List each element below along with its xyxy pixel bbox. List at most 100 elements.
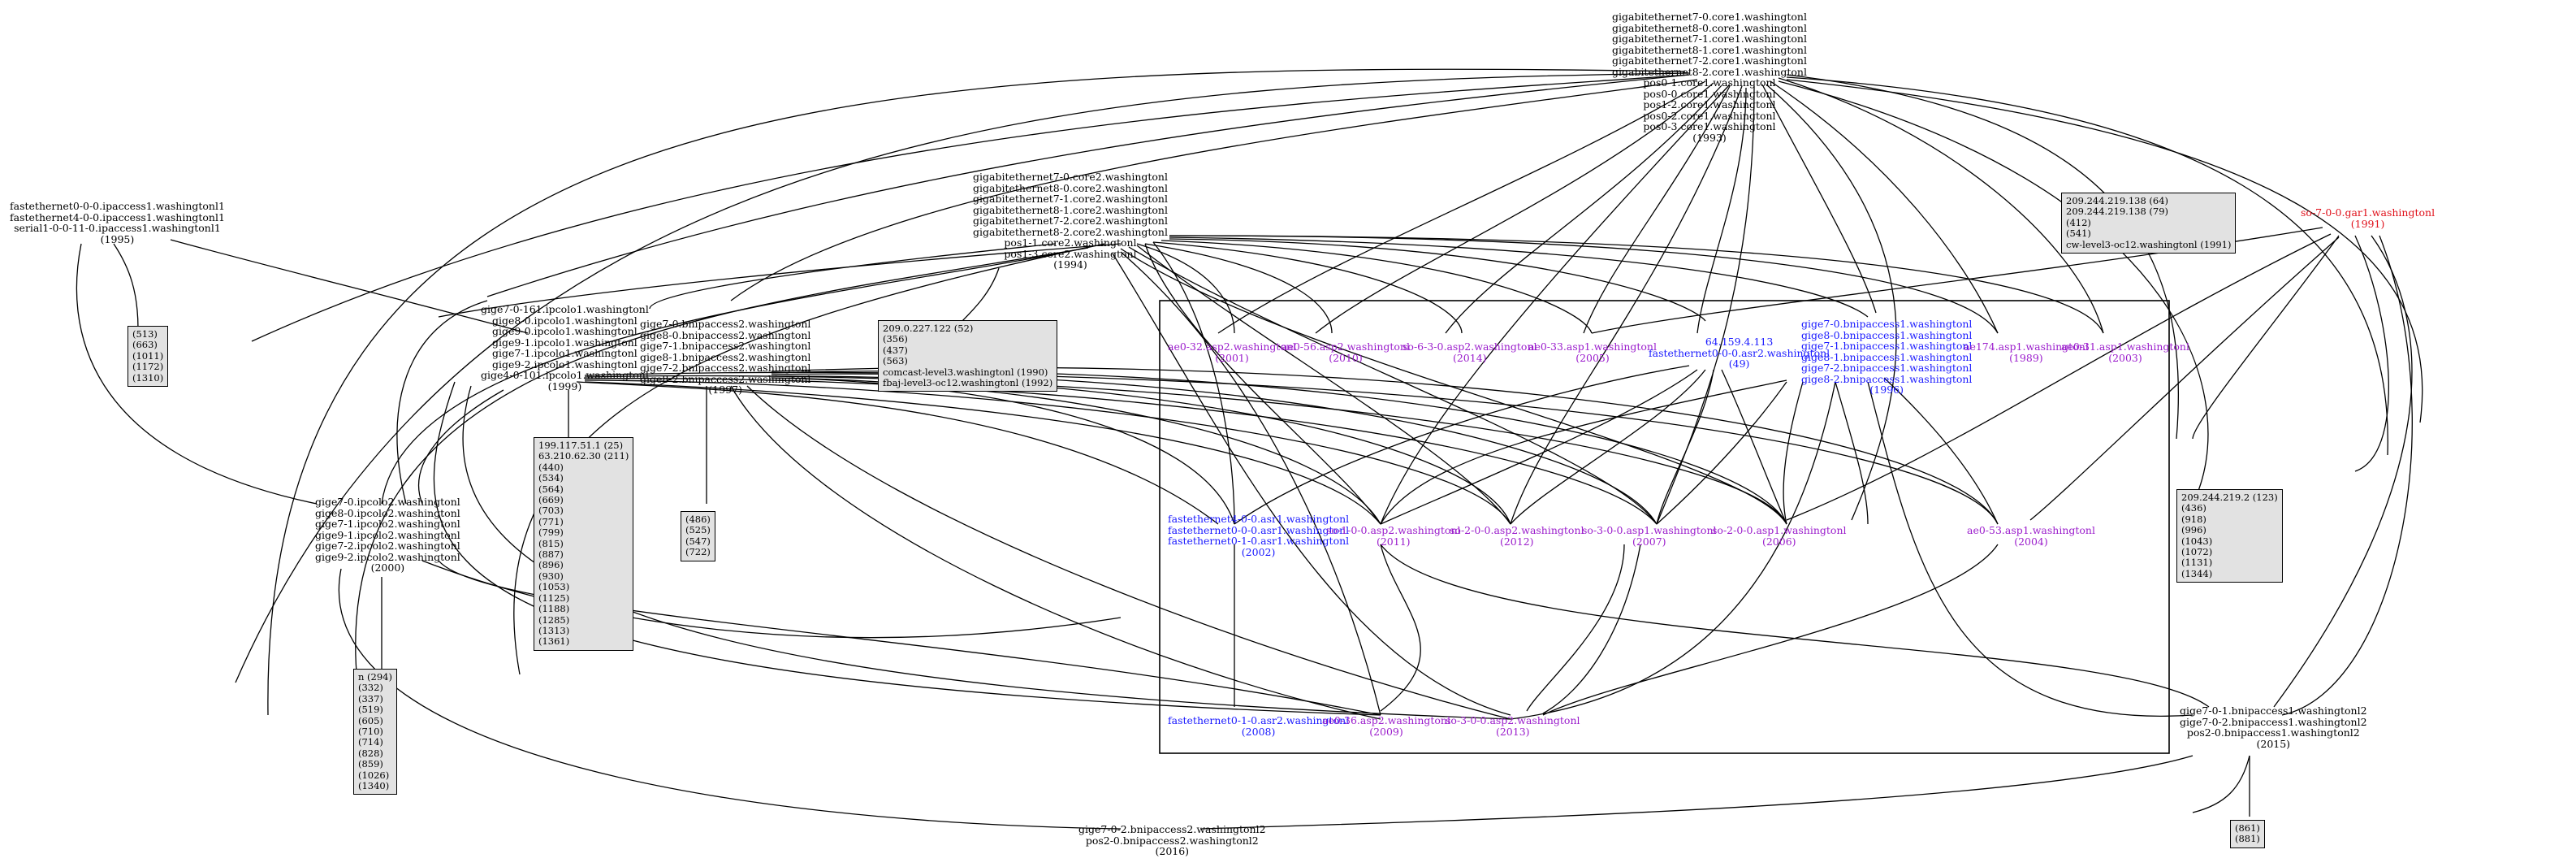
edge: [170, 239, 529, 334]
box-line: (437): [883, 344, 908, 356]
node-2008[interactable]: fastethernet0-1-0.asr2.washingtonl (2008…: [1168, 715, 1349, 737]
box-line: (1053): [538, 581, 570, 593]
node-1997[interactable]: gige7-0.bnipaccess2.washingtonl gige8-0.…: [640, 319, 810, 396]
box-line: (436): [2181, 502, 2206, 514]
edge: [1786, 76, 2388, 456]
edge: [1656, 369, 1714, 525]
edge: [251, 74, 1690, 342]
node-2010[interactable]: ae0-56.asp2.washingtonl (2010): [1282, 341, 1410, 363]
edge: [1315, 82, 1714, 334]
edge: [1510, 85, 1743, 525]
box-line: (1043): [2181, 535, 2213, 547]
node-2006[interactable]: so-2-0-0.asp1.washingtonl (2006): [1712, 525, 1847, 547]
edge: [771, 377, 1235, 525]
node-2012[interactable]: so-2-0-0.asp2.washingtonl (2012): [1450, 525, 1584, 547]
node-2015[interactable]: gige7-0-1.bnipaccess1.washingtonl2 gige7…: [2180, 705, 2367, 749]
address-box-199-117[interactable]: 199.117.51.1 (25) 63.210.62.30 (211) (44…: [534, 437, 634, 651]
node-label-line: (2006): [1761, 535, 1796, 548]
node-label-line: ae0-53.asp1.washingtonl: [1967, 524, 2095, 536]
node-2014[interactable]: so-6-3-0.asp2.washingtonl (2014): [1403, 341, 1537, 363]
edge: [1656, 381, 1787, 525]
box-line: (1285): [538, 613, 570, 626]
edge: [486, 74, 1690, 297]
address-box-513[interactable]: (513) (663) (1011) (1172) (1310): [128, 326, 169, 388]
node-label-line: gige8-0.bnipaccess1.washingtonl: [1801, 328, 1973, 341]
node-label-line: so-1-0-0.asp2.washingtonl: [1326, 524, 1461, 536]
box-line: (412): [2066, 216, 2091, 228]
node-label-line: (2001): [1215, 351, 1249, 364]
address-box-861[interactable]: (861) (881): [2230, 820, 2265, 848]
box-line: 199.117.51.1 (25): [538, 440, 624, 451]
node-label-line: ae0-36.asp2.washingtonl: [1322, 714, 1450, 726]
node-label-line: pos0-3.core1.washingtonl: [1643, 120, 1776, 132]
node-label-line: gigabitethernet8-1.core2.washingtonl: [973, 203, 1168, 216]
box-line: (563): [883, 355, 908, 367]
node-1989[interactable]: ae174.asp1.washingtonl (1989): [1964, 341, 2089, 363]
node-2001[interactable]: ae0-32.asp2.washingtonl (2001): [1168, 341, 1296, 363]
node-label-line: gigabitethernet8-2.core2.washingtonl: [973, 225, 1168, 238]
address-box-209-244-219-2[interactable]: 209.244.219.2 (123) (436) (918) (996) (1…: [2176, 489, 2283, 583]
node-2011[interactable]: so-1-0-0.asp2.washingtonl (2011): [1326, 525, 1461, 547]
node-label-line: ae0-56.asp2.washingtonl: [1282, 340, 1410, 353]
edge: [584, 381, 1381, 525]
node-label-line: pos1-3.core2.washingtonl: [1004, 247, 1137, 260]
address-box-209-0-227[interactable]: 209.0.227.122 (52) (356) (437) (563) com…: [878, 320, 1058, 392]
node-1995[interactable]: fastethernet0-0-0.ipaccess1.washingtonl1…: [10, 201, 225, 245]
edge: [584, 375, 1787, 525]
address-box-209-244-219-138[interactable]: 209.244.219.138 (64) 209.244.219.138 (79…: [2061, 193, 2237, 254]
node-label-line: (1995): [100, 232, 135, 245]
box-line: (918): [2181, 513, 2206, 525]
node-1991[interactable]: so-7-0-0.gar1.washingtonl (1991): [2301, 207, 2435, 229]
node-1996[interactable]: gige7-0.bnipaccess1.washingtonl gige8-0.…: [1801, 319, 1972, 396]
edge: [1169, 238, 1706, 322]
node-label-line: pos0-0.core1.washingtonl: [1643, 87, 1776, 100]
node-label-line: gigabitethernet7-1.core2.washingtonl: [973, 193, 1168, 205]
address-box-486[interactable]: (486) (525) (547) (722): [681, 511, 715, 561]
edge: [771, 373, 1658, 525]
edge: [438, 560, 1381, 716]
node-2007[interactable]: so-3-0-0.asp1.washingtonl (2007): [1582, 525, 1717, 547]
node-1993[interactable]: gigabitethernet7-0.core1.washingtonl gig…: [1612, 11, 1807, 143]
node-label-line: (1989): [2009, 351, 2043, 364]
node-2003[interactable]: ae0-31.asp1.washingtonl (2003): [2061, 341, 2189, 363]
edge: [771, 377, 1381, 525]
box-line: (930): [538, 570, 564, 582]
edge: [730, 79, 1698, 301]
edge: [1786, 79, 2423, 423]
node-2013[interactable]: so-3-0-0.asp2.washingtonl (2013): [1446, 715, 1580, 737]
edge: [462, 385, 1511, 720]
edge: [1234, 365, 1690, 525]
node-2004[interactable]: ae0-53.asp1.washingtonl (2004): [1967, 525, 2095, 547]
node-2002[interactable]: fastethernet4-0-0.asr1.washingtonl faste…: [1168, 514, 1349, 557]
edge: [1160, 240, 1593, 334]
node-1994[interactable]: gigabitethernet7-0.core2.washingtonl gig…: [973, 171, 1168, 271]
box-line: (722): [685, 546, 711, 558]
box-line: (1026): [358, 769, 390, 781]
address-box-n294[interactable]: n (294) (332) (337) (519) (605) (710) (7…: [353, 669, 397, 795]
node-label-line: pos2-0.bnipaccess1.washingtonl2: [2186, 726, 2360, 739]
node-label-line: gigabitethernet8-1.core1.washingtonl: [1612, 43, 1807, 56]
node-label-line: gige8-2.bnipaccess1.washingtonl: [1801, 372, 1973, 385]
box-line: (332): [358, 682, 383, 694]
node-label-line: (2012): [1499, 535, 1534, 548]
edge: [76, 243, 318, 505]
node-2016[interactable]: gige7-0-2.bnipaccess2.washingtonl2 pos2-…: [1078, 824, 1266, 857]
node-label-line: so-7-0-0.gar1.washingtonl: [2301, 206, 2436, 219]
node-2009[interactable]: ae0-36.asp2.washingtonl (2009): [1322, 715, 1450, 737]
node-label-line: fastethernet4-0-0.ipaccess1.washingtonl1: [10, 210, 225, 223]
node-2000[interactable]: gige7-0.ipcolo2.washingtonl gige8-0.ipco…: [315, 496, 460, 574]
node-1999[interactable]: gige7-0-161.ipcolo1.washingtonl gige8-0.…: [481, 304, 649, 392]
node-2005[interactable]: ae0-33.asp1.washingtonl (2005): [1528, 341, 1657, 363]
edge: [2273, 235, 2413, 708]
node-49[interactable]: 64.159.4.113 fastethernet0-0-0.asr2.wash…: [1649, 336, 1830, 370]
edge: [746, 385, 1511, 720]
box-line: (1072): [2181, 546, 2213, 558]
node-label-line: gige7-0-2.bnipaccess2.washingtonl2: [1078, 823, 1266, 835]
edge: [396, 300, 488, 505]
node-label-line: (2009): [1369, 725, 1403, 738]
edge: [1510, 381, 1836, 720]
edge: [1766, 84, 1897, 521]
cluster-boundary: [1159, 300, 2170, 754]
node-label-line: (1999): [547, 379, 582, 392]
node-label-line: ae174.asp1.washingtonl: [1964, 340, 2089, 353]
